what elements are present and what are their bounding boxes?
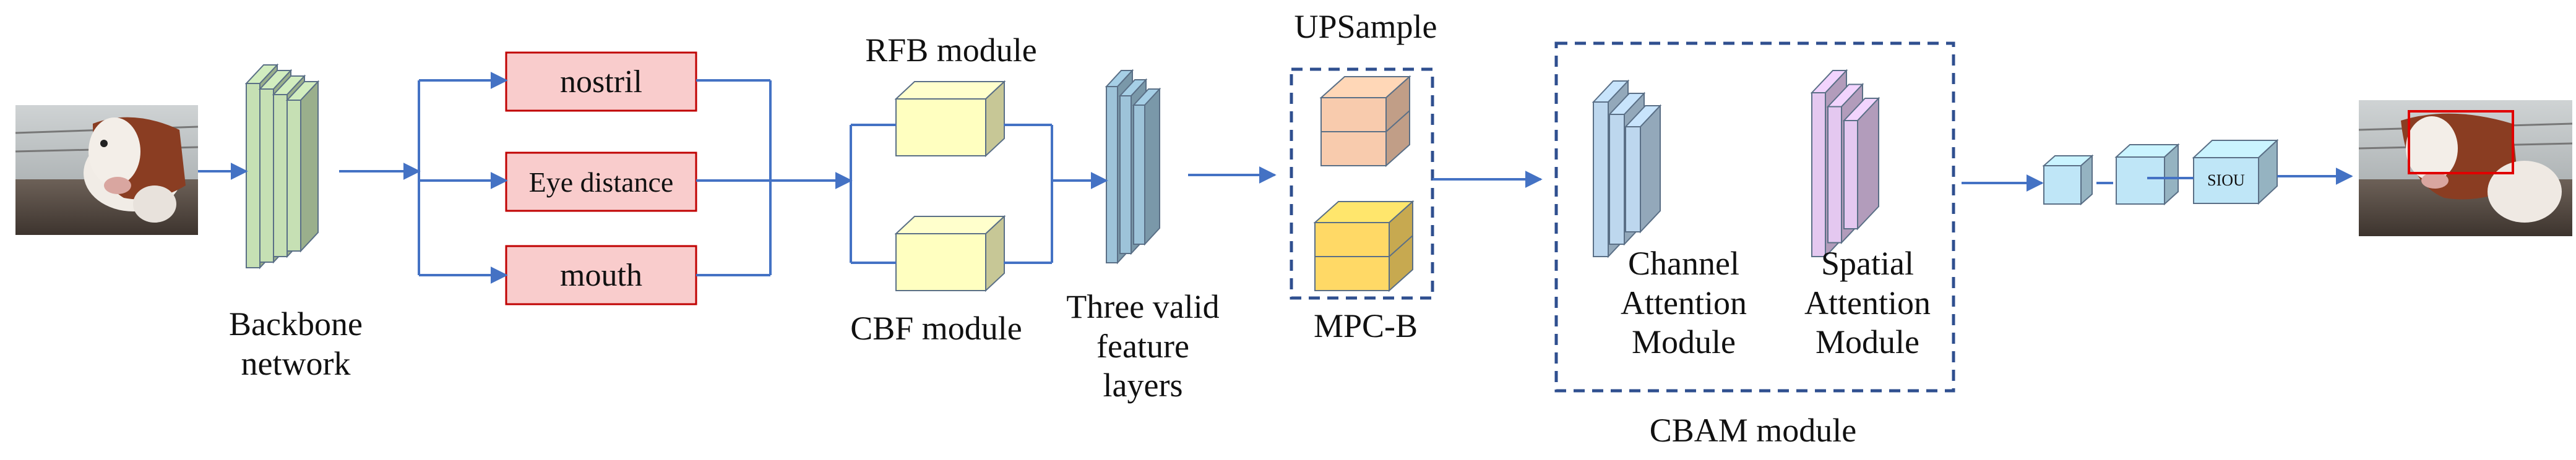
cube-front-face [1609,114,1625,245]
cube-front-face [246,83,261,268]
cube-front-face [895,233,986,291]
eye-distance-box [505,151,697,212]
cube-side-face [1857,96,1879,231]
head-cube-medium [2114,143,2180,206]
backbone-network-label: Backbone network [229,305,363,382]
mpc-b-label: MPC-B [1313,307,1418,344]
three-valid-feature-layers-label: Three valid feature layers [1066,288,1220,404]
cube-side-face [1144,87,1160,246]
eye-distance-label: Eye distance [528,166,674,198]
cube-front-face [1811,92,1826,257]
nostril-box [505,51,697,112]
rfb-module-cube [894,80,1006,158]
cube-divider-side [1389,235,1413,257]
mouth-label: mouth [560,257,642,293]
upsample-cube [1319,75,1411,168]
spatial-attention-stack [1810,69,1880,258]
detection-bounding-box [2408,110,2514,174]
cbam-module-label: CBAM module [1649,412,1857,449]
cube-side-face [300,80,319,253]
input-cow-image [15,105,199,235]
cube-front-face [1119,95,1132,254]
cube-front-face [259,88,274,263]
spatial-attention-label: Spatial Attention Module [1804,245,1931,361]
upsample-label: UPSample [1294,8,1437,45]
cube-front-face [1827,106,1842,244]
output-detection-image [2358,100,2573,236]
feature-layers-stack [1105,69,1161,265]
cube-front-face [2193,157,2259,204]
cube-divider-side [1385,110,1410,132]
head-cube-small [2042,154,2094,206]
cbf-module-cube [894,215,1006,292]
siou-cube [2192,138,2279,205]
channel-attention-stack [1592,79,1662,258]
siou-label: SIOU [2207,171,2245,189]
cube-front-face [1133,104,1145,245]
backbone-network-stack [244,63,320,270]
nostril-label: nostril [560,64,642,100]
cube-front-face [1106,86,1118,263]
cube-front-face [1593,101,1609,257]
rfb-module-label: RFB module [865,32,1037,69]
cube-front-face [1843,120,1858,229]
cube-front-face [2043,165,2082,205]
cube-side-face [1640,104,1661,234]
channel-attention-label: Channel Attention Module [1621,245,1747,361]
cube-front-face [273,94,288,257]
cube-front-face [895,98,986,156]
cube-front-face [2116,156,2165,205]
cube-front-face [1625,126,1641,232]
connectors [198,72,2353,284]
cbf-module-label: CBF module [850,310,1022,347]
cube-front-face [286,100,301,252]
mpcb-cube [1313,200,1415,292]
